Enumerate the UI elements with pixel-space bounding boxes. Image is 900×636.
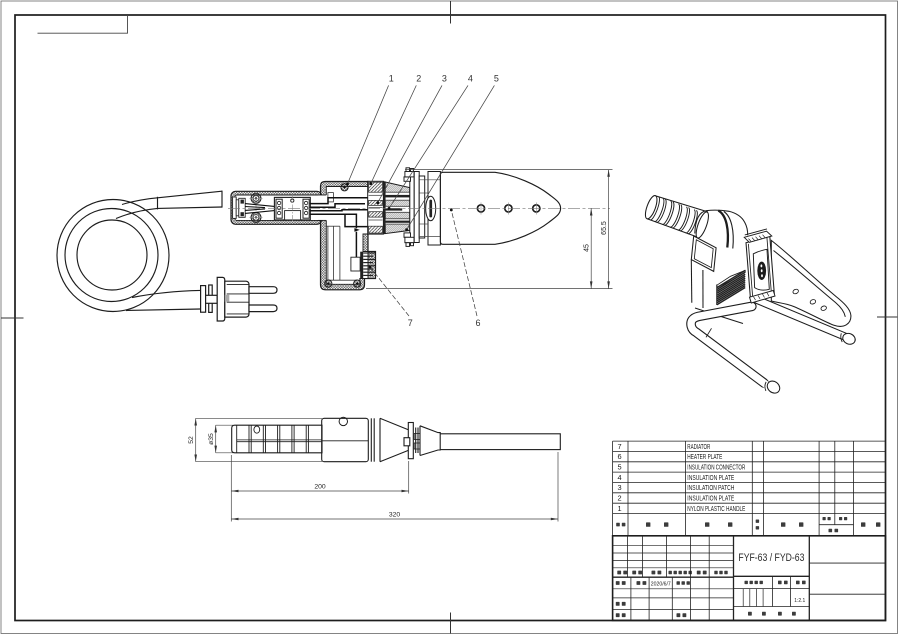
svg-text:3: 3 <box>618 483 622 492</box>
svg-text:INSULATION PATCH: INSULATION PATCH <box>687 483 734 492</box>
svg-text:65.5: 65.5 <box>601 221 608 235</box>
svg-text:3: 3 <box>442 74 447 84</box>
svg-text:2020/6/7: 2020/6/7 <box>651 581 671 587</box>
svg-text:2: 2 <box>416 74 421 84</box>
svg-text:200: 200 <box>314 484 326 491</box>
svg-text:4: 4 <box>618 473 622 482</box>
svg-text:5: 5 <box>494 74 499 84</box>
svg-text:45: 45 <box>584 244 591 252</box>
svg-text:INSULATION PLATE: INSULATION PLATE <box>687 494 734 503</box>
svg-text:52: 52 <box>188 436 195 444</box>
svg-text:6: 6 <box>475 318 480 328</box>
svg-text:6: 6 <box>618 452 622 461</box>
svg-text:4: 4 <box>468 74 473 84</box>
svg-text:5: 5 <box>618 463 622 472</box>
svg-text:1: 1 <box>389 74 394 84</box>
svg-text:2: 2 <box>618 494 622 503</box>
svg-text:1:2.1: 1:2.1 <box>794 598 805 604</box>
svg-text:320: 320 <box>389 512 401 519</box>
svg-text:INSULATION CONNECTOR: INSULATION CONNECTOR <box>687 463 745 472</box>
svg-text:1: 1 <box>618 504 622 513</box>
svg-text:7: 7 <box>618 442 622 451</box>
svg-text:HEATER PLATE: HEATER PLATE <box>687 452 722 461</box>
svg-text:ø35: ø35 <box>208 433 215 445</box>
svg-text:INSULATION PLATE: INSULATION PLATE <box>687 473 734 482</box>
svg-text:7: 7 <box>408 318 413 328</box>
svg-text:NYLON PLASTIC HANDLE: NYLON PLASTIC HANDLE <box>687 504 745 513</box>
svg-text:FYF-63 / FYD-63: FYF-63 / FYD-63 <box>738 552 804 564</box>
svg-text:RADIATOR: RADIATOR <box>687 442 710 451</box>
